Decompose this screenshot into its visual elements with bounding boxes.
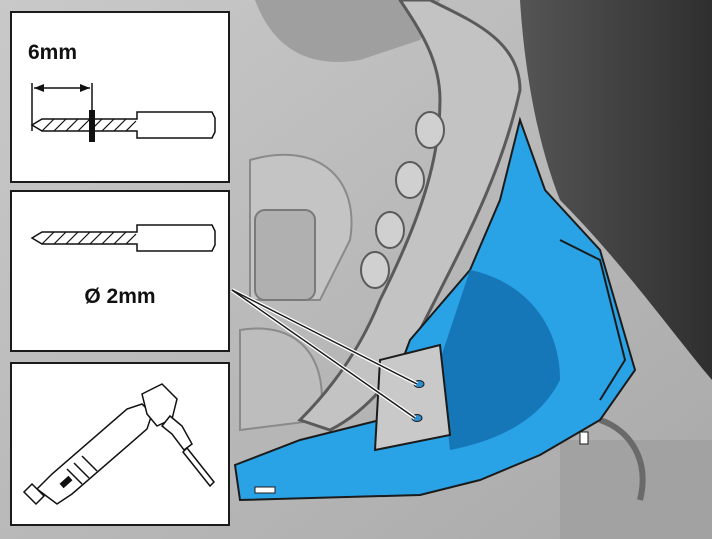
drill-depth-label: 6mm [28, 41, 78, 64]
leader-lines [231, 289, 418, 419]
drill-diameter-label: Ø 2mm [84, 285, 156, 308]
angle-drill-panel [10, 362, 230, 526]
drill-bit-icon [30, 83, 216, 142]
frame-knobs [360, 111, 445, 289]
bracket-shadow [440, 270, 560, 450]
seat-frame [297, 0, 522, 432]
drill-bit-icon [30, 224, 216, 252]
headrest-shape [255, 0, 440, 62]
wire-harness [598, 417, 646, 501]
clip-detail [579, 431, 589, 445]
drill-diameter-panel: Ø 2mm [10, 190, 230, 352]
buckle-shape [254, 209, 316, 301]
slot-detail [254, 486, 276, 494]
dark-trim-panel [520, 0, 712, 380]
angle-drill-icon [22, 383, 216, 506]
bracket-edge [559, 239, 627, 401]
drill-depth-panel: 6mm [10, 11, 230, 183]
